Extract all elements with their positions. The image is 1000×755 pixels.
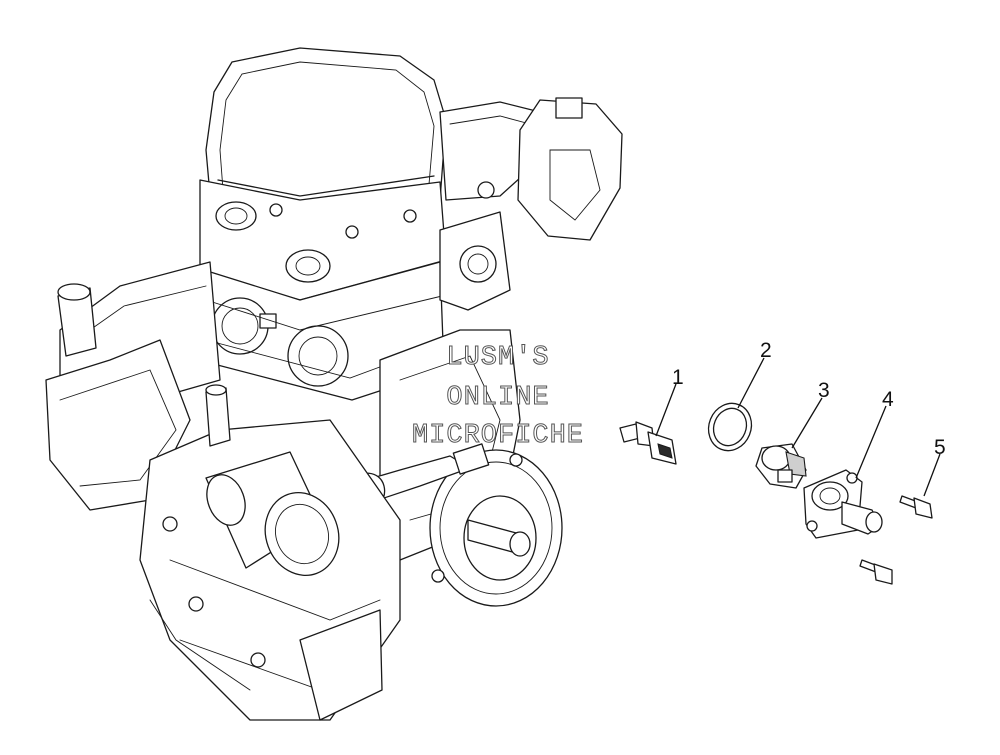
engine-assembly <box>45 47 623 721</box>
part-5-bolt-lower[interactable] <box>859 559 893 585</box>
part-3-thermostat[interactable] <box>755 443 807 489</box>
watermark-line-3: MICROFICHE <box>412 421 584 451</box>
watermark-line-1: LUSM'S <box>446 343 549 373</box>
callout-4: 4 <box>855 388 894 479</box>
callout-3-label: 3 <box>818 379 830 402</box>
part-2-o-ring[interactable] <box>702 397 759 457</box>
watermark-line-2: ONLINE <box>446 383 549 413</box>
part-1-temperature-sensor[interactable] <box>619 421 677 465</box>
callout-2-label: 2 <box>760 339 772 362</box>
part-5-bolt-upper[interactable] <box>899 495 933 519</box>
callout-5: 5 <box>923 436 946 497</box>
callout-1-label: 1 <box>672 366 684 389</box>
callout-5-label: 5 <box>934 436 946 459</box>
callout-2: 2 <box>737 339 772 409</box>
part-4-thermostat-housing[interactable] <box>803 469 883 539</box>
callout-3: 3 <box>791 379 830 449</box>
callout-1: 1 <box>655 366 684 437</box>
callout-4-label: 4 <box>882 388 894 411</box>
watermark: LUSM'S ONLINE MICROFICHE <box>411 343 584 452</box>
